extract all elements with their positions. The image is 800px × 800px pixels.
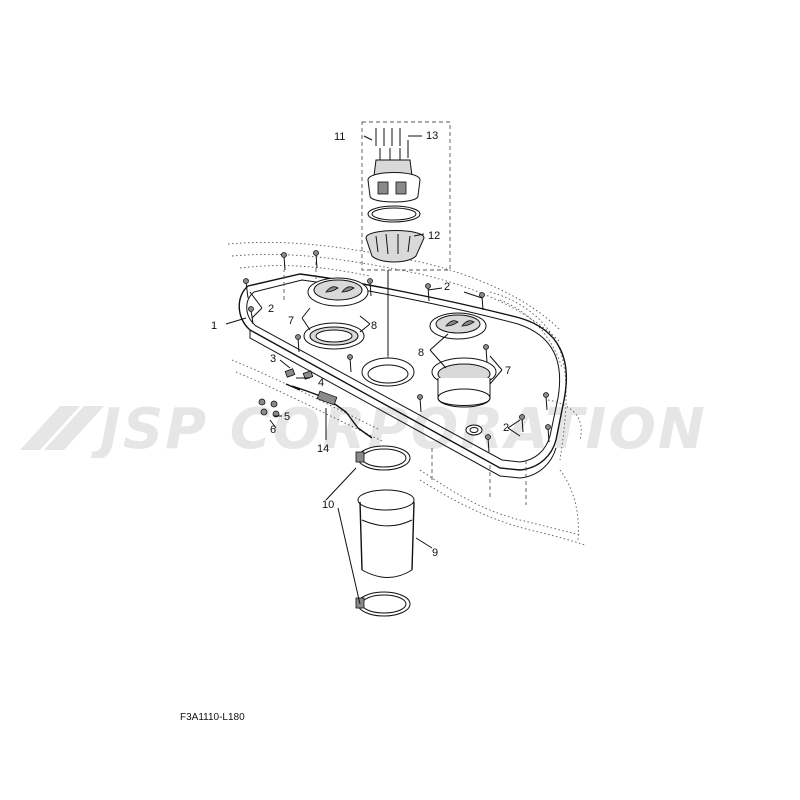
screw-icon bbox=[347, 354, 353, 373]
callout-2: 2 bbox=[268, 303, 274, 315]
cup-holder-right bbox=[429, 312, 497, 408]
screws bbox=[243, 250, 551, 453]
callout-12: 12 bbox=[428, 230, 440, 242]
hose-assembly bbox=[337, 445, 415, 617]
cup-holder-left bbox=[303, 277, 369, 350]
callout-4: 4 bbox=[318, 377, 324, 389]
callout-11: 11 bbox=[334, 131, 345, 143]
screw-icon bbox=[519, 414, 525, 433]
screw-icon bbox=[295, 334, 301, 353]
screw-icon bbox=[545, 424, 551, 443]
screw-icon bbox=[543, 392, 549, 411]
screw-icon bbox=[243, 278, 249, 299]
callout-13: 13 bbox=[426, 130, 438, 142]
callout-labels: 1 2 2 2 3 4 5 6 7 7 8 8 9 10 11 12 13 14 bbox=[211, 130, 511, 559]
screw-icon bbox=[313, 250, 319, 269]
callout-14: 14 bbox=[317, 443, 329, 455]
screw-icon bbox=[248, 306, 254, 325]
screw-icon bbox=[367, 278, 373, 297]
callout-8: 8 bbox=[371, 320, 377, 332]
callout-8: 8 bbox=[418, 347, 424, 359]
screw-icon bbox=[281, 252, 287, 271]
callout-1: 1 bbox=[211, 320, 217, 332]
callout-3: 3 bbox=[270, 353, 276, 365]
leader-lines bbox=[225, 135, 521, 549]
screw-icon bbox=[425, 283, 431, 302]
callout-10: 10 bbox=[322, 499, 334, 511]
diagram-code: F3A1110-L180 bbox=[180, 712, 245, 723]
screw-icon bbox=[483, 344, 489, 363]
screw-set bbox=[375, 128, 409, 162]
callout-6: 6 bbox=[270, 424, 276, 436]
center-opening bbox=[361, 357, 483, 436]
screw-icon bbox=[479, 292, 485, 311]
callout-9: 9 bbox=[432, 547, 438, 559]
screw-icon bbox=[417, 394, 423, 413]
vent-assembly bbox=[361, 121, 451, 271]
callout-7: 7 bbox=[505, 365, 511, 377]
callout-2: 2 bbox=[503, 422, 509, 434]
callout-2: 2 bbox=[444, 281, 450, 293]
callout-5: 5 bbox=[284, 411, 290, 423]
deck-plate bbox=[238, 273, 568, 479]
screw-icon bbox=[485, 434, 491, 453]
callout-7: 7 bbox=[288, 315, 294, 327]
